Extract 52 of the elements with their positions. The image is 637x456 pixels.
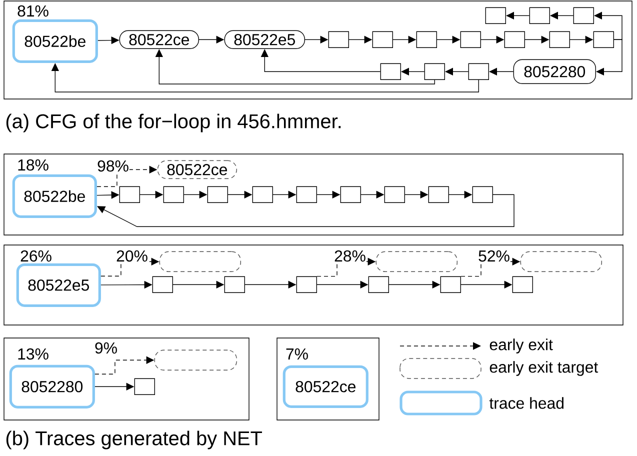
block-box [573, 7, 594, 24]
block-box [529, 7, 550, 24]
block-box [468, 63, 489, 80]
caption: (a) CFG of the for−loop in 456.hmmer. [6, 114, 341, 132]
edge-label: 98% [96, 160, 130, 172]
exit-target-box [520, 251, 602, 272]
block-box [512, 276, 533, 293]
block-box [428, 186, 449, 203]
block-box [485, 7, 506, 24]
block-box [252, 186, 273, 203]
block-box [368, 276, 389, 293]
arrow [155, 49, 435, 84]
block-box [384, 186, 405, 203]
arrow [260, 49, 381, 72]
block-box [296, 186, 317, 203]
block-box [460, 31, 481, 48]
block-box [134, 378, 155, 395]
trace-head-box: 80522ce [282, 365, 368, 408]
exit-target-box: 80522ce [157, 160, 237, 179]
block-box [296, 276, 317, 293]
block-box [224, 276, 245, 293]
block-box [504, 31, 525, 48]
block-box [207, 186, 228, 203]
trace-head-box: 80522be [12, 174, 97, 218]
block-box [424, 63, 445, 80]
legend-text: early exit [490, 338, 553, 354]
block-box [472, 186, 493, 203]
block-box [593, 31, 614, 48]
block-box [372, 31, 393, 48]
block-box [163, 186, 184, 203]
trace-head-box: 80522e5 [16, 263, 101, 307]
edge-label: 20% [116, 250, 148, 262]
block-box [380, 63, 401, 80]
block-box [440, 276, 461, 293]
block-box [549, 31, 570, 48]
trace-head-box: 80522be [12, 19, 98, 63]
exit-target-box [159, 251, 241, 272]
block-box [152, 276, 173, 293]
block-box [119, 186, 140, 203]
caption: (b) Traces generated by NET [6, 430, 262, 450]
exit-target-box [154, 350, 237, 370]
edge-label: 28% [334, 250, 366, 262]
trace-head-box: 8052280 [9, 364, 95, 408]
legend-text: trace head [489, 397, 564, 409]
block-box [340, 186, 361, 203]
edge-label: 52% [478, 250, 510, 262]
block-box [328, 31, 349, 48]
exit-target-box [376, 251, 458, 272]
arrow [596, 39, 622, 76]
block-box [416, 31, 437, 48]
edge-label: 9% [94, 342, 118, 354]
legend-text: early exit target [490, 361, 598, 376]
